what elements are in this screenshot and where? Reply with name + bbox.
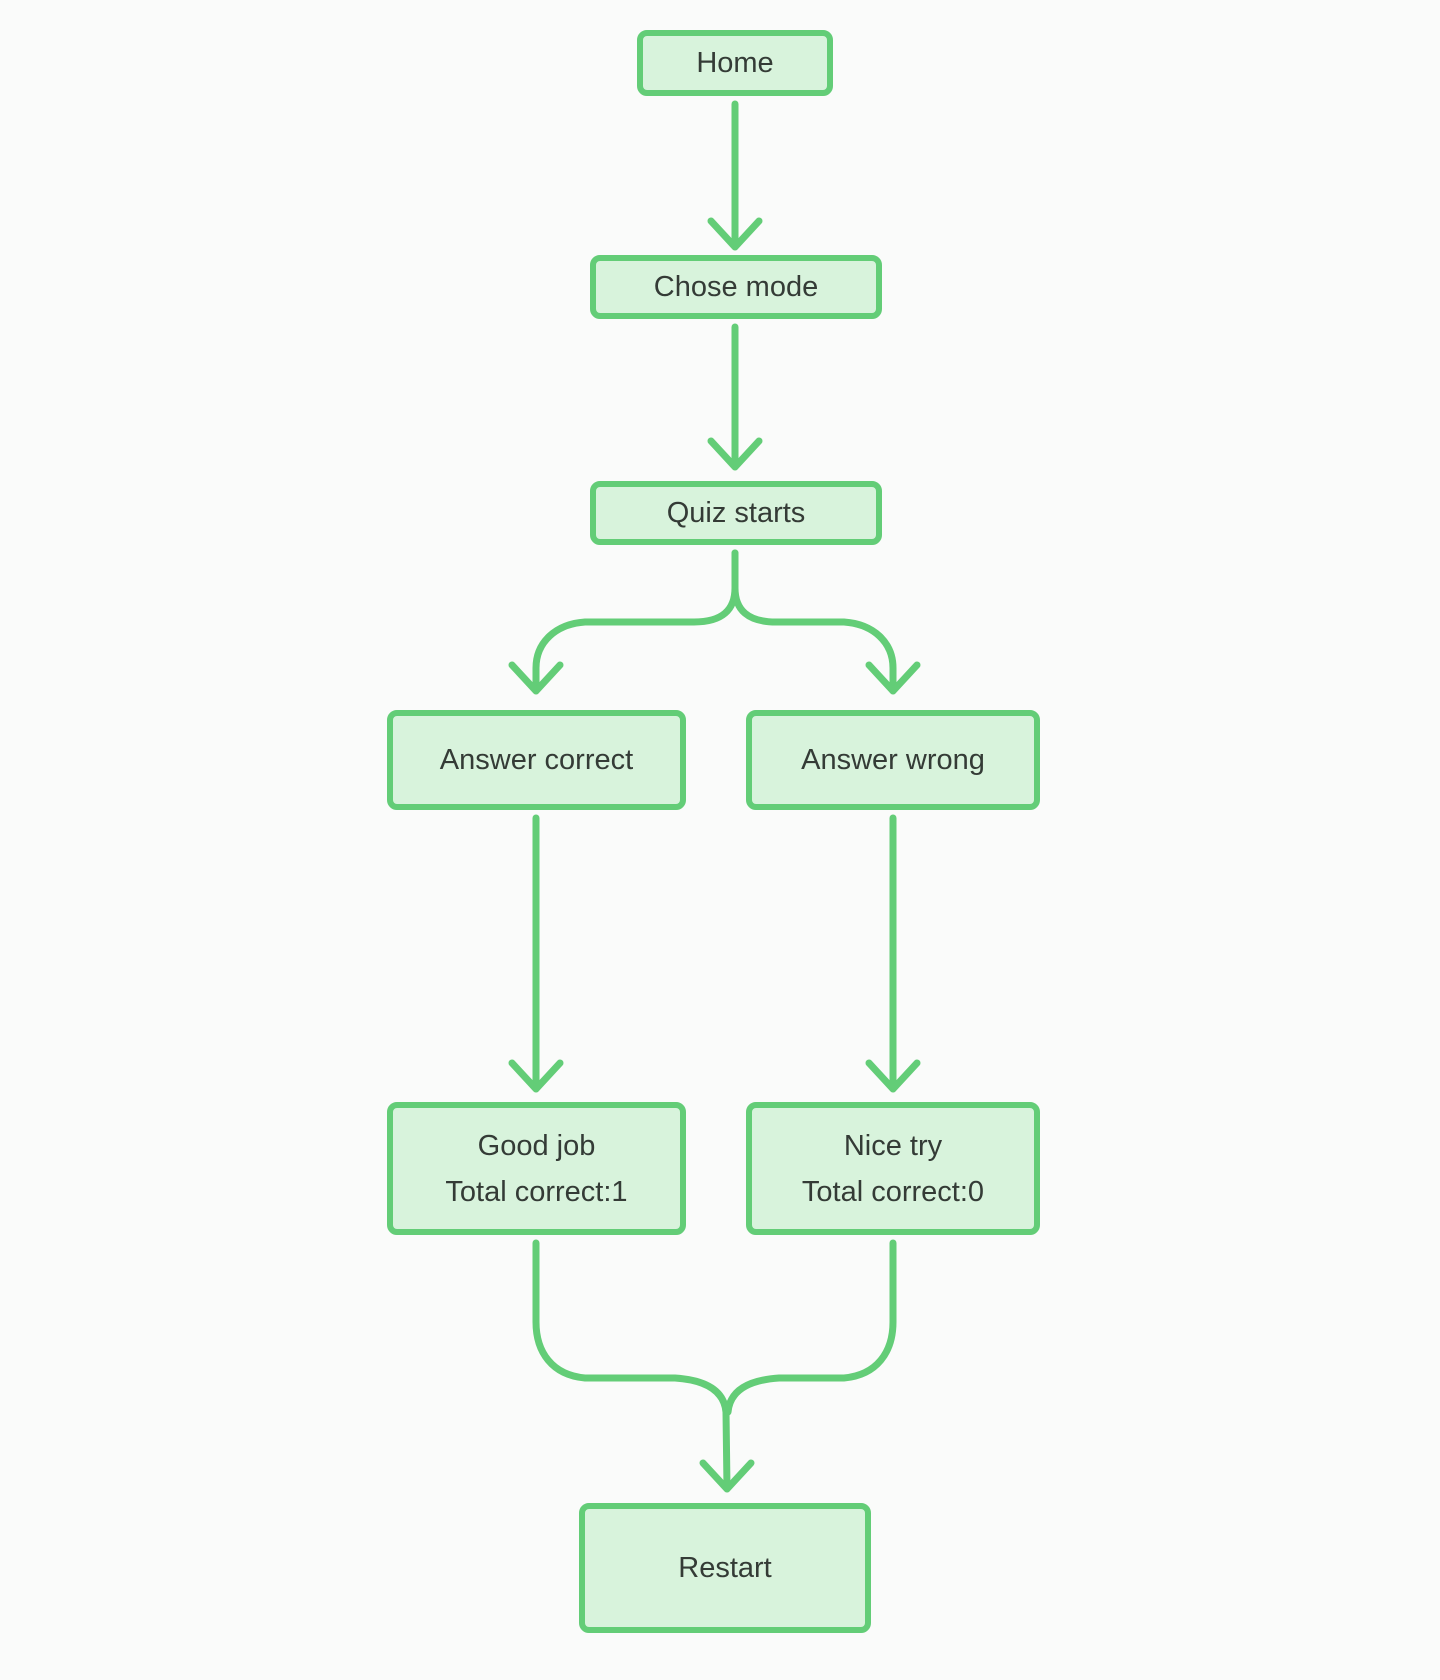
- edge-quiz-starts-to-answer-correct: [532, 549, 739, 694]
- arrowhead-good-job-icon: [508, 1059, 564, 1093]
- node-answer-correct: Answer correct: [387, 710, 686, 810]
- node-good-job-sublabel: Total correct:1: [445, 1175, 628, 1208]
- node-home: Home: [637, 30, 833, 96]
- node-restart: Restart: [579, 1503, 871, 1633]
- arrowhead-nice-try-icon: [865, 1059, 921, 1093]
- node-answer-wrong: Answer wrong: [746, 710, 1040, 810]
- node-home-label: Home: [696, 47, 774, 79]
- edge-good-job-to-restart: [532, 1239, 731, 1492]
- arrowhead-restart-icon: [699, 1459, 755, 1493]
- node-nice-try-label: Nice try: [843, 1129, 943, 1162]
- arrowhead-quiz-starts-icon: [707, 437, 763, 471]
- edge-quiz-starts-to-answer-wrong: [731, 549, 897, 694]
- node-answer-wrong-label: Answer wrong: [801, 744, 985, 776]
- node-chose-mode-label: Chose mode: [653, 271, 819, 303]
- node-restart-label: Restart: [678, 1552, 772, 1584]
- node-good-job: Good job Total correct:1: [387, 1102, 686, 1235]
- node-quiz-starts-label: Quiz starts: [666, 497, 806, 529]
- edge-nice-try-to-restart: [724, 1239, 897, 1416]
- node-good-job-label: Good job: [477, 1129, 596, 1162]
- node-nice-try-sublabel: Total correct:0: [801, 1175, 985, 1208]
- node-quiz-starts: Quiz starts: [590, 481, 882, 545]
- arrowhead-answer-wrong-icon: [865, 661, 921, 695]
- node-nice-try: Nice try Total correct:0: [746, 1102, 1040, 1235]
- arrowhead-answer-correct-icon: [508, 661, 564, 695]
- node-answer-correct-label: Answer correct: [439, 744, 634, 776]
- arrowhead-chose-mode-icon: [707, 217, 763, 251]
- node-chose-mode: Chose mode: [590, 255, 882, 319]
